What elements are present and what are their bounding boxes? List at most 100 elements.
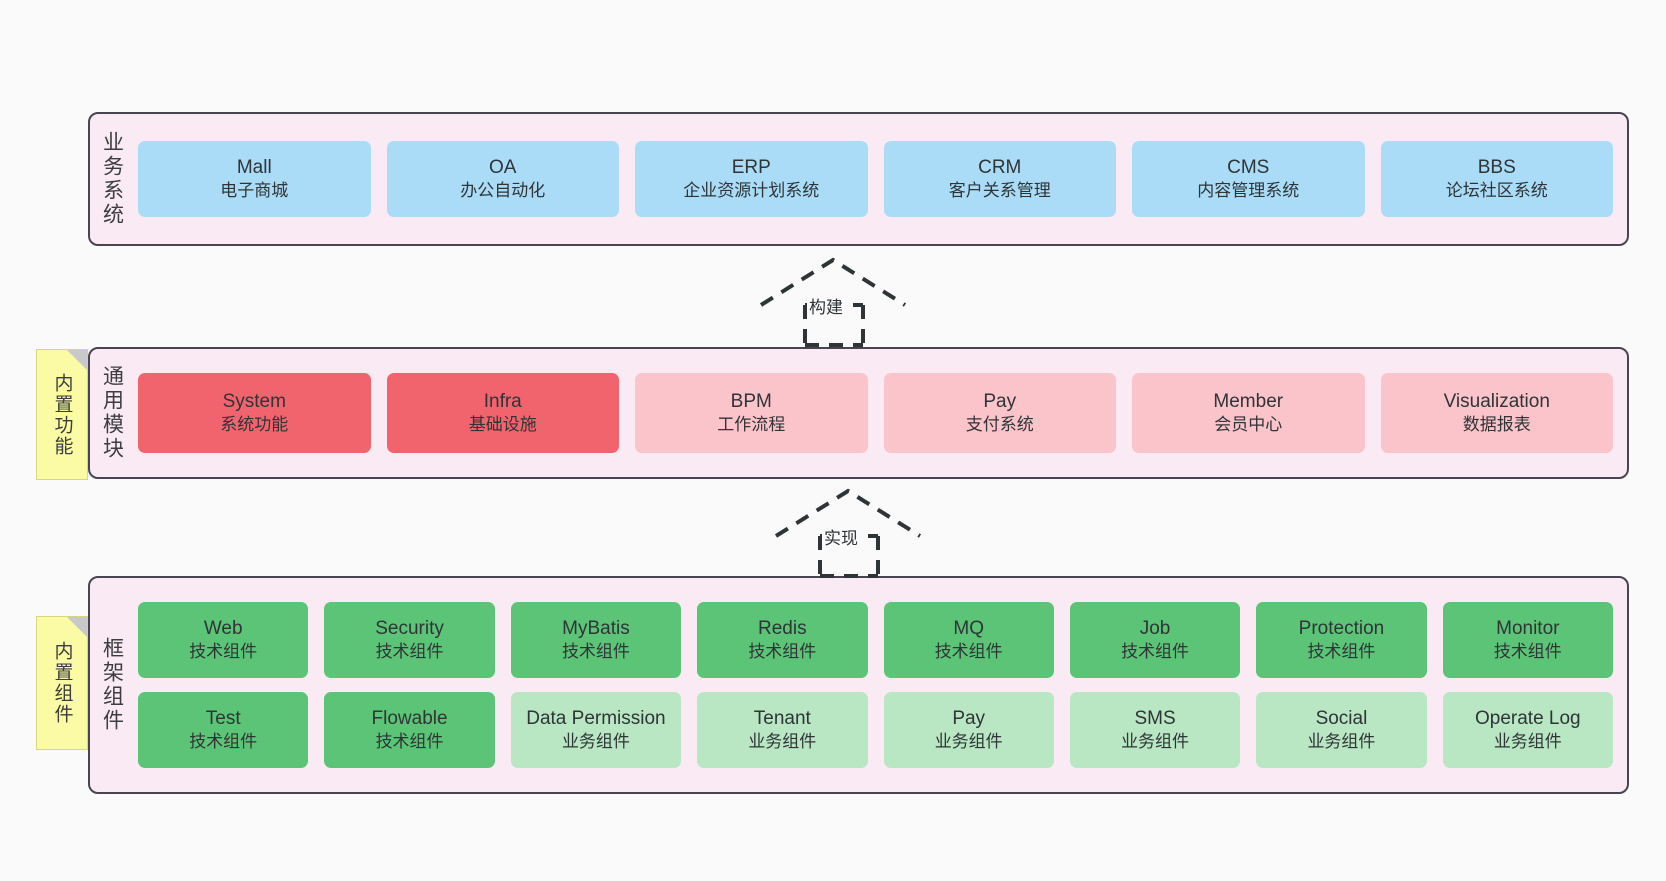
layer-title-business: 业务系统 bbox=[100, 131, 124, 227]
layer-modules-cards: System 系统功能 Infra 基础设施 BPM 工作流程 Pay 支付系统… bbox=[134, 349, 1627, 477]
card-test[interactable]: Test 技术组件 bbox=[138, 692, 309, 768]
card-title: Security bbox=[375, 618, 444, 640]
card-subtitle: 基础设施 bbox=[468, 415, 537, 435]
card-job[interactable]: Job 技术组件 bbox=[1069, 602, 1241, 678]
card-subtitle: 数据报表 bbox=[1462, 415, 1531, 435]
card-subtitle: 业务组件 bbox=[748, 732, 817, 752]
card-row: Test 技术组件 Flowable 技术组件 Data Permission … bbox=[138, 692, 1613, 768]
card-infra[interactable]: Infra 基础设施 bbox=[386, 373, 619, 453]
layer-business-systems: 业务系统 Mall 电子商城 OA 办公自动化 ERP 企业资源计划系统 CRM… bbox=[88, 112, 1629, 246]
card-member[interactable]: Member 会员中心 bbox=[1132, 373, 1365, 453]
card-crm[interactable]: CRM 客户关系管理 bbox=[883, 141, 1116, 217]
card-data-permission[interactable]: Data Permission 业务组件 bbox=[510, 692, 682, 768]
note-fold-corner-icon bbox=[67, 350, 87, 370]
card-title: MQ bbox=[953, 618, 984, 640]
card-mybatis[interactable]: MyBatis 技术组件 bbox=[510, 602, 682, 678]
card-title: Protection bbox=[1298, 618, 1385, 640]
card-subtitle: 技术组件 bbox=[1493, 642, 1562, 662]
card-sms[interactable]: SMS 业务组件 bbox=[1069, 692, 1241, 768]
card-subtitle: 支付系统 bbox=[965, 415, 1034, 435]
card-subtitle: 系统功能 bbox=[220, 415, 289, 435]
layer-title-modules: 通用模块 bbox=[100, 365, 124, 461]
connector-build-label: 构建 bbox=[807, 293, 845, 318]
card-subtitle: 业务组件 bbox=[934, 732, 1003, 752]
card-title: Member bbox=[1213, 391, 1284, 413]
card-row: Mall 电子商城 OA 办公自动化 ERP 企业资源计划系统 CRM 客户关系… bbox=[138, 141, 1613, 217]
card-subtitle: 技术组件 bbox=[934, 642, 1003, 662]
card-title: Flowable bbox=[371, 708, 448, 730]
card-subtitle: 技术组件 bbox=[375, 732, 444, 752]
card-title: Infra bbox=[483, 391, 522, 413]
card-web[interactable]: Web 技术组件 bbox=[138, 602, 309, 678]
card-tenant[interactable]: Tenant 业务组件 bbox=[697, 692, 868, 768]
card-system[interactable]: System 系统功能 bbox=[138, 373, 371, 453]
card-title: CRM bbox=[978, 157, 1022, 179]
card-row: System 系统功能 Infra 基础设施 BPM 工作流程 Pay 支付系统… bbox=[138, 373, 1613, 453]
card-subtitle: 论坛社区系统 bbox=[1445, 181, 1548, 201]
card-title: Pay bbox=[952, 708, 986, 730]
card-subtitle: 电子商城 bbox=[220, 181, 289, 201]
card-oa[interactable]: OA 办公自动化 bbox=[386, 141, 619, 217]
layer-framework-components: 框架组件 Web 技术组件 Security 技术组件 MyBatis 技术组件… bbox=[88, 576, 1629, 794]
card-title: Mall bbox=[236, 157, 272, 179]
card-mall[interactable]: Mall 电子商城 bbox=[138, 141, 371, 217]
layer-title-framework: 框架组件 bbox=[100, 637, 124, 733]
card-subtitle: 技术组件 bbox=[1121, 642, 1190, 662]
card-subtitle: 会员中心 bbox=[1214, 415, 1283, 435]
card-pay-module[interactable]: Pay 支付系统 bbox=[883, 373, 1116, 453]
note-builtin-functions: 内置功能 bbox=[36, 349, 88, 480]
card-protection[interactable]: Protection 技术组件 bbox=[1256, 602, 1427, 678]
card-mq[interactable]: MQ 技术组件 bbox=[883, 602, 1054, 678]
card-title: ERP bbox=[731, 157, 771, 179]
card-subtitle: 内容管理系统 bbox=[1197, 181, 1300, 201]
connector-implement: 实现 bbox=[760, 486, 935, 578]
layer-business-cards: Mall 电子商城 OA 办公自动化 ERP 企业资源计划系统 CRM 客户关系… bbox=[134, 114, 1627, 244]
card-title: OA bbox=[489, 157, 517, 179]
card-title: Operate Log bbox=[1474, 708, 1581, 730]
card-subtitle: 客户关系管理 bbox=[948, 181, 1051, 201]
card-subtitle: 业务组件 bbox=[1307, 732, 1376, 752]
card-title: Job bbox=[1139, 618, 1171, 640]
card-redis[interactable]: Redis 技术组件 bbox=[697, 602, 868, 678]
card-cms[interactable]: CMS 内容管理系统 bbox=[1132, 141, 1365, 217]
card-security[interactable]: Security 技术组件 bbox=[324, 602, 495, 678]
card-subtitle: 业务组件 bbox=[1493, 732, 1562, 752]
card-title: Web bbox=[203, 618, 243, 640]
card-bbs[interactable]: BBS 论坛社区系统 bbox=[1380, 141, 1613, 217]
card-visualization[interactable]: Visualization 数据报表 bbox=[1380, 373, 1613, 453]
card-operate-log[interactable]: Operate Log 业务组件 bbox=[1442, 692, 1613, 768]
card-social[interactable]: Social 业务组件 bbox=[1256, 692, 1427, 768]
card-title: Social bbox=[1315, 708, 1368, 730]
note-builtin-components: 内置组件 bbox=[36, 616, 88, 750]
card-subtitle: 企业资源计划系统 bbox=[683, 181, 820, 201]
card-subtitle: 技术组件 bbox=[189, 732, 258, 752]
note-label: 内置功能 bbox=[51, 372, 73, 457]
card-subtitle: 工作流程 bbox=[717, 415, 786, 435]
card-flowable[interactable]: Flowable 技术组件 bbox=[324, 692, 495, 768]
card-subtitle: 技术组件 bbox=[1307, 642, 1376, 662]
card-title: Monitor bbox=[1496, 618, 1560, 640]
card-title: BBS bbox=[1477, 157, 1516, 179]
card-title: Test bbox=[205, 708, 241, 730]
card-row: Web 技术组件 Security 技术组件 MyBatis 技术组件 Redi… bbox=[138, 602, 1613, 678]
card-subtitle: 办公自动化 bbox=[460, 181, 546, 201]
card-erp[interactable]: ERP 企业资源计划系统 bbox=[635, 141, 868, 217]
card-title: Visualization bbox=[1443, 391, 1550, 413]
card-subtitle: 业务组件 bbox=[1121, 732, 1190, 752]
connector-implement-label: 实现 bbox=[822, 524, 860, 549]
card-subtitle: 技术组件 bbox=[561, 642, 630, 662]
connector-build: 构建 bbox=[745, 255, 920, 347]
note-fold-corner-icon bbox=[67, 617, 87, 637]
card-title: SMS bbox=[1134, 708, 1176, 730]
card-title: Pay bbox=[983, 391, 1017, 413]
card-subtitle: 业务组件 bbox=[561, 732, 630, 752]
card-pay-component[interactable]: Pay 业务组件 bbox=[883, 692, 1054, 768]
card-monitor[interactable]: Monitor 技术组件 bbox=[1442, 602, 1613, 678]
card-subtitle: 技术组件 bbox=[748, 642, 817, 662]
layer-common-modules: 通用模块 System 系统功能 Infra 基础设施 BPM 工作流程 Pay… bbox=[88, 347, 1629, 479]
card-title: System bbox=[222, 391, 286, 413]
card-bpm[interactable]: BPM 工作流程 bbox=[635, 373, 868, 453]
note-label: 内置组件 bbox=[51, 641, 73, 725]
card-title: BPM bbox=[730, 391, 772, 413]
